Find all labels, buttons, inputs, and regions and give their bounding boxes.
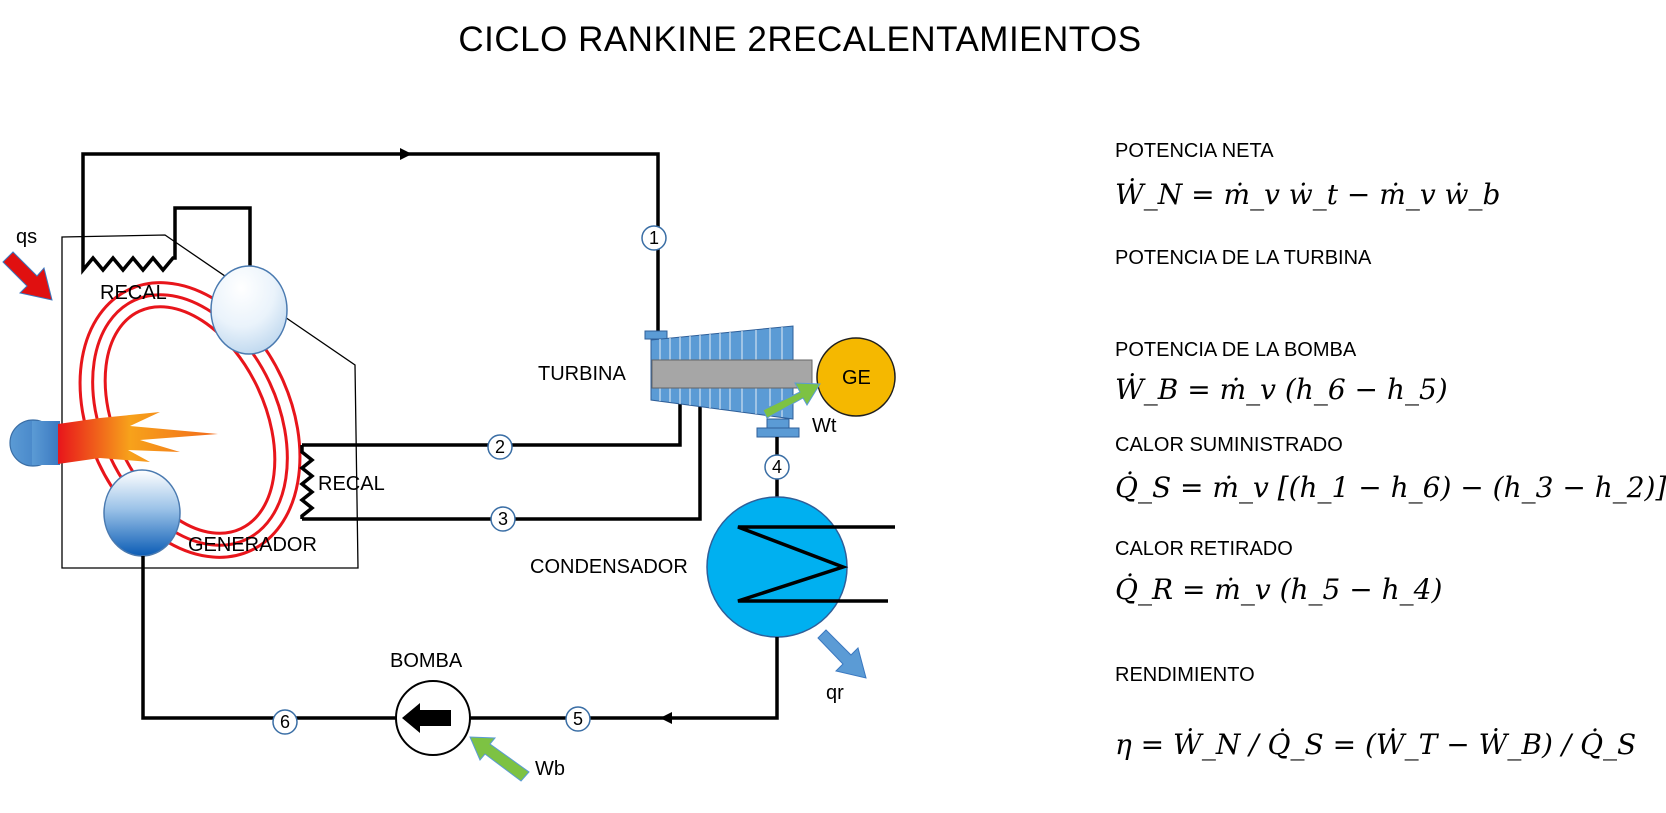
calor-retirado-heading: CALOR RETIRADO bbox=[1115, 538, 1293, 560]
flow-arrow-bottom bbox=[660, 712, 672, 724]
flow-arrow-top bbox=[400, 148, 412, 160]
page-title: CICLO RANKINE 2RECALENTAMIENTOS bbox=[458, 20, 1142, 59]
boiler-casing bbox=[61, 234, 359, 569]
pipe-state-5 bbox=[470, 637, 779, 720]
rendimiento-heading: RENDIMIENTO bbox=[1115, 664, 1255, 686]
heat-input-arrow bbox=[2, 251, 53, 301]
ge-label: GE bbox=[842, 367, 871, 389]
calor-suministrado-heading: CALOR SUMINISTRADO bbox=[1115, 434, 1343, 456]
potencia-neta-formula: Ẇ_N = ṁ_v ẇ_t − ṁ_v ẇ_b bbox=[1115, 178, 1501, 211]
turbine bbox=[644, 325, 813, 438]
state-5-label: 5 bbox=[573, 709, 583, 729]
steam-drum bbox=[210, 265, 288, 355]
pipe-state-3 bbox=[302, 403, 702, 521]
wt-label: Wt bbox=[812, 415, 837, 437]
qr-label: qr bbox=[826, 682, 844, 704]
recal-top-label: RECAL bbox=[100, 282, 167, 304]
wb-label: Wb bbox=[535, 758, 565, 780]
condenser bbox=[706, 496, 848, 638]
reheater-top-coil bbox=[81, 206, 252, 275]
electric-generator bbox=[816, 337, 896, 417]
calor-suministrado-formula: Q̇_S = ṁ_v [(h_1 − h_6) − (h_3 − h_2)] bbox=[1115, 471, 1666, 504]
turbina-label: TURBINA bbox=[538, 363, 626, 385]
potencia-turbina-heading: POTENCIA DE LA TURBINA bbox=[1115, 247, 1372, 269]
state-1-label: 1 bbox=[649, 228, 659, 248]
rendimiento-formula: η = Ẇ_N / Q̇_S = (Ẇ_T − Ẇ_B) / Q̇_S bbox=[1115, 728, 1637, 761]
reheater-mid-coil bbox=[299, 445, 315, 519]
water-drum bbox=[103, 469, 181, 557]
turbine-work-arrow bbox=[762, 382, 821, 419]
pump-arrow-icon bbox=[402, 703, 451, 733]
state-3-label: 3 bbox=[498, 509, 508, 529]
bomba-label: BOMBA bbox=[390, 650, 463, 672]
state-6-label: 6 bbox=[280, 712, 290, 732]
burner-nozzle bbox=[32, 421, 60, 465]
potencia-bomba-heading: POTENCIA DE LA BOMBA bbox=[1115, 339, 1357, 361]
state-4-label: 4 bbox=[772, 457, 782, 477]
pump-work-arrow bbox=[469, 736, 530, 782]
state-2-label: 2 bbox=[495, 437, 505, 457]
condensador-label: CONDENSADOR bbox=[530, 556, 688, 578]
recal-mid-label: RECAL bbox=[318, 473, 385, 495]
pipe-state-6 bbox=[141, 556, 396, 720]
condenser-coil bbox=[737, 525, 895, 603]
heat-rejected-arrow bbox=[817, 629, 867, 679]
flame-icon bbox=[58, 412, 218, 464]
state-markers: 1 2 3 4 5 6 bbox=[272, 225, 790, 735]
rankine-cycle-diagram: 1 2 3 4 5 6 qs RECAL RECAL GENERADOR TUR… bbox=[2, 148, 896, 782]
calor-retirado-formula: Q̇_R = ṁ_v (h_5 − h_4) bbox=[1115, 573, 1443, 606]
potencia-neta-heading: POTENCIA NETA bbox=[1115, 140, 1274, 162]
pipe-state-2 bbox=[302, 403, 682, 447]
generador-label: GENERADOR bbox=[188, 534, 317, 556]
potencia-bomba-formula: Ẇ_B = ṁ_v (h_6 − h_5) bbox=[1115, 373, 1448, 406]
qs-label: qs bbox=[16, 226, 37, 248]
